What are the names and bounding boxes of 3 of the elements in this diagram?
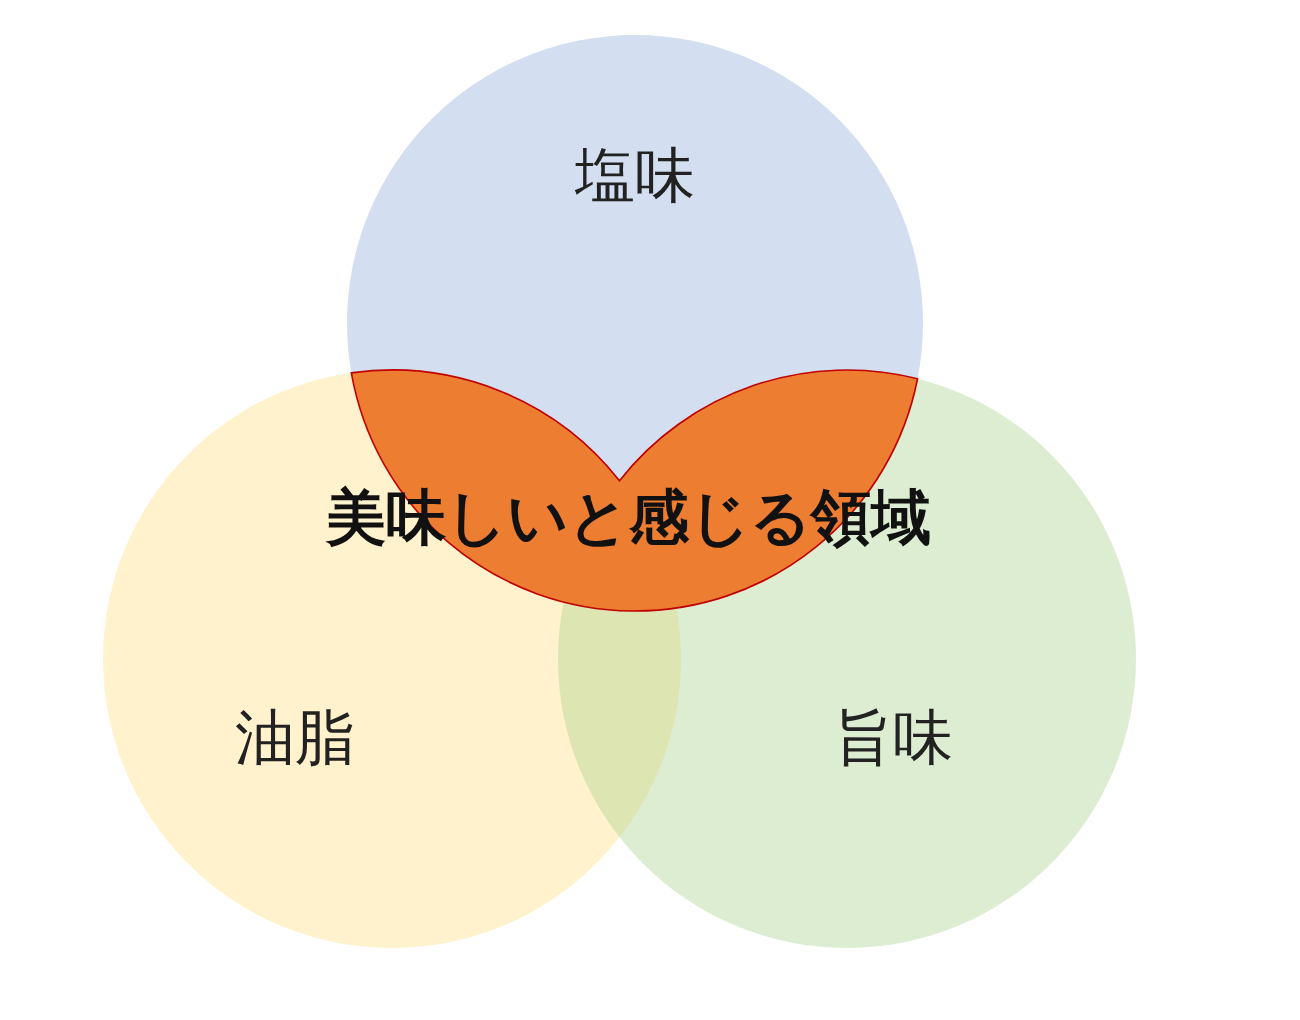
circle-label: 塩味 xyxy=(575,145,695,205)
circle-label: 油脂 xyxy=(235,707,355,767)
circle-label: 旨味 xyxy=(833,707,953,767)
